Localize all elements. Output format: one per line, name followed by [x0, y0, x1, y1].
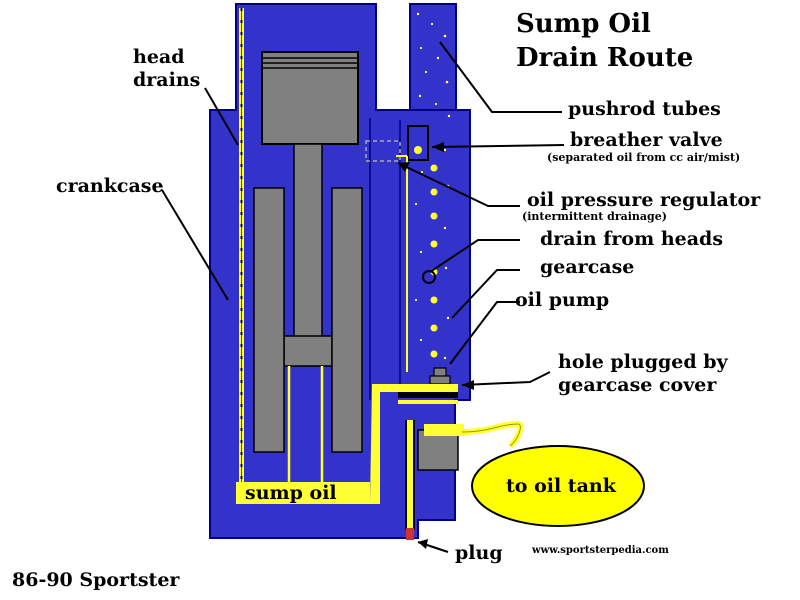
- label-to-oil-tank: to oil tank: [506, 475, 616, 497]
- label-head-drains: head drains: [133, 46, 201, 91]
- label-drain-from-heads: drain from heads: [540, 228, 724, 250]
- label-gearcase: gearcase: [540, 256, 635, 278]
- rod-bearing: [283, 335, 333, 367]
- label-oil-pump: oil pump: [515, 289, 610, 311]
- connecting-rod: [293, 143, 323, 367]
- oil-drops: [430, 164, 438, 358]
- gearcase-column: [405, 130, 457, 380]
- diagram-title-line2: Drain Route: [516, 43, 694, 73]
- label-website: www.sportsterpedia.com: [532, 545, 669, 556]
- return-line-fitting: [424, 424, 464, 436]
- label-breather-note: (separated oil from cc air/mist): [547, 151, 741, 164]
- label-breather-valve: breather valve: [570, 129, 723, 151]
- return-line-outline: [461, 423, 521, 447]
- label-plug: plug: [455, 542, 503, 564]
- oil-tank: [471, 445, 645, 527]
- flywheel-right: [331, 187, 363, 453]
- drain-plug: [406, 528, 414, 540]
- scavenge-passage: [370, 384, 458, 504]
- label-crankcase: crankcase: [56, 175, 164, 197]
- plug-passage-oil: [407, 420, 413, 530]
- label-pushrod-tubes: pushrod tubes: [568, 98, 721, 120]
- label-regulator-note: (intermittent drainage): [522, 210, 667, 223]
- oil-pressure-regulator: [365, 140, 401, 162]
- oil-mist-speckles: [414, 12, 451, 360]
- label-sump-oil: sump oil: [245, 482, 337, 504]
- breather-valve: [407, 125, 429, 161]
- diagram-title-line1: Sump Oil: [516, 9, 651, 39]
- label-oil-pressure-regulator: oil pressure regulator: [527, 189, 761, 211]
- scavenge-passage-inner: [382, 410, 398, 500]
- head-drain-line: [239, 8, 244, 482]
- flywheel-left: [253, 187, 285, 453]
- return-line: [461, 420, 524, 449]
- breather-valve-ball: [414, 146, 422, 154]
- sump-oil-pool: [236, 482, 370, 504]
- piston: [261, 51, 359, 145]
- return-pump-body: [417, 429, 459, 471]
- drain-from-heads-marker: [422, 270, 436, 284]
- arrow-heads: [398, 142, 474, 549]
- label-model: 86-90 Sportster: [12, 569, 180, 591]
- gearcase-cover-trim: [398, 400, 458, 404]
- pointer-lines: [161, 41, 565, 553]
- label-hole-plugged: hole plugged by gearcase cover: [558, 351, 728, 396]
- pushrod-tube-column: [409, 3, 457, 125]
